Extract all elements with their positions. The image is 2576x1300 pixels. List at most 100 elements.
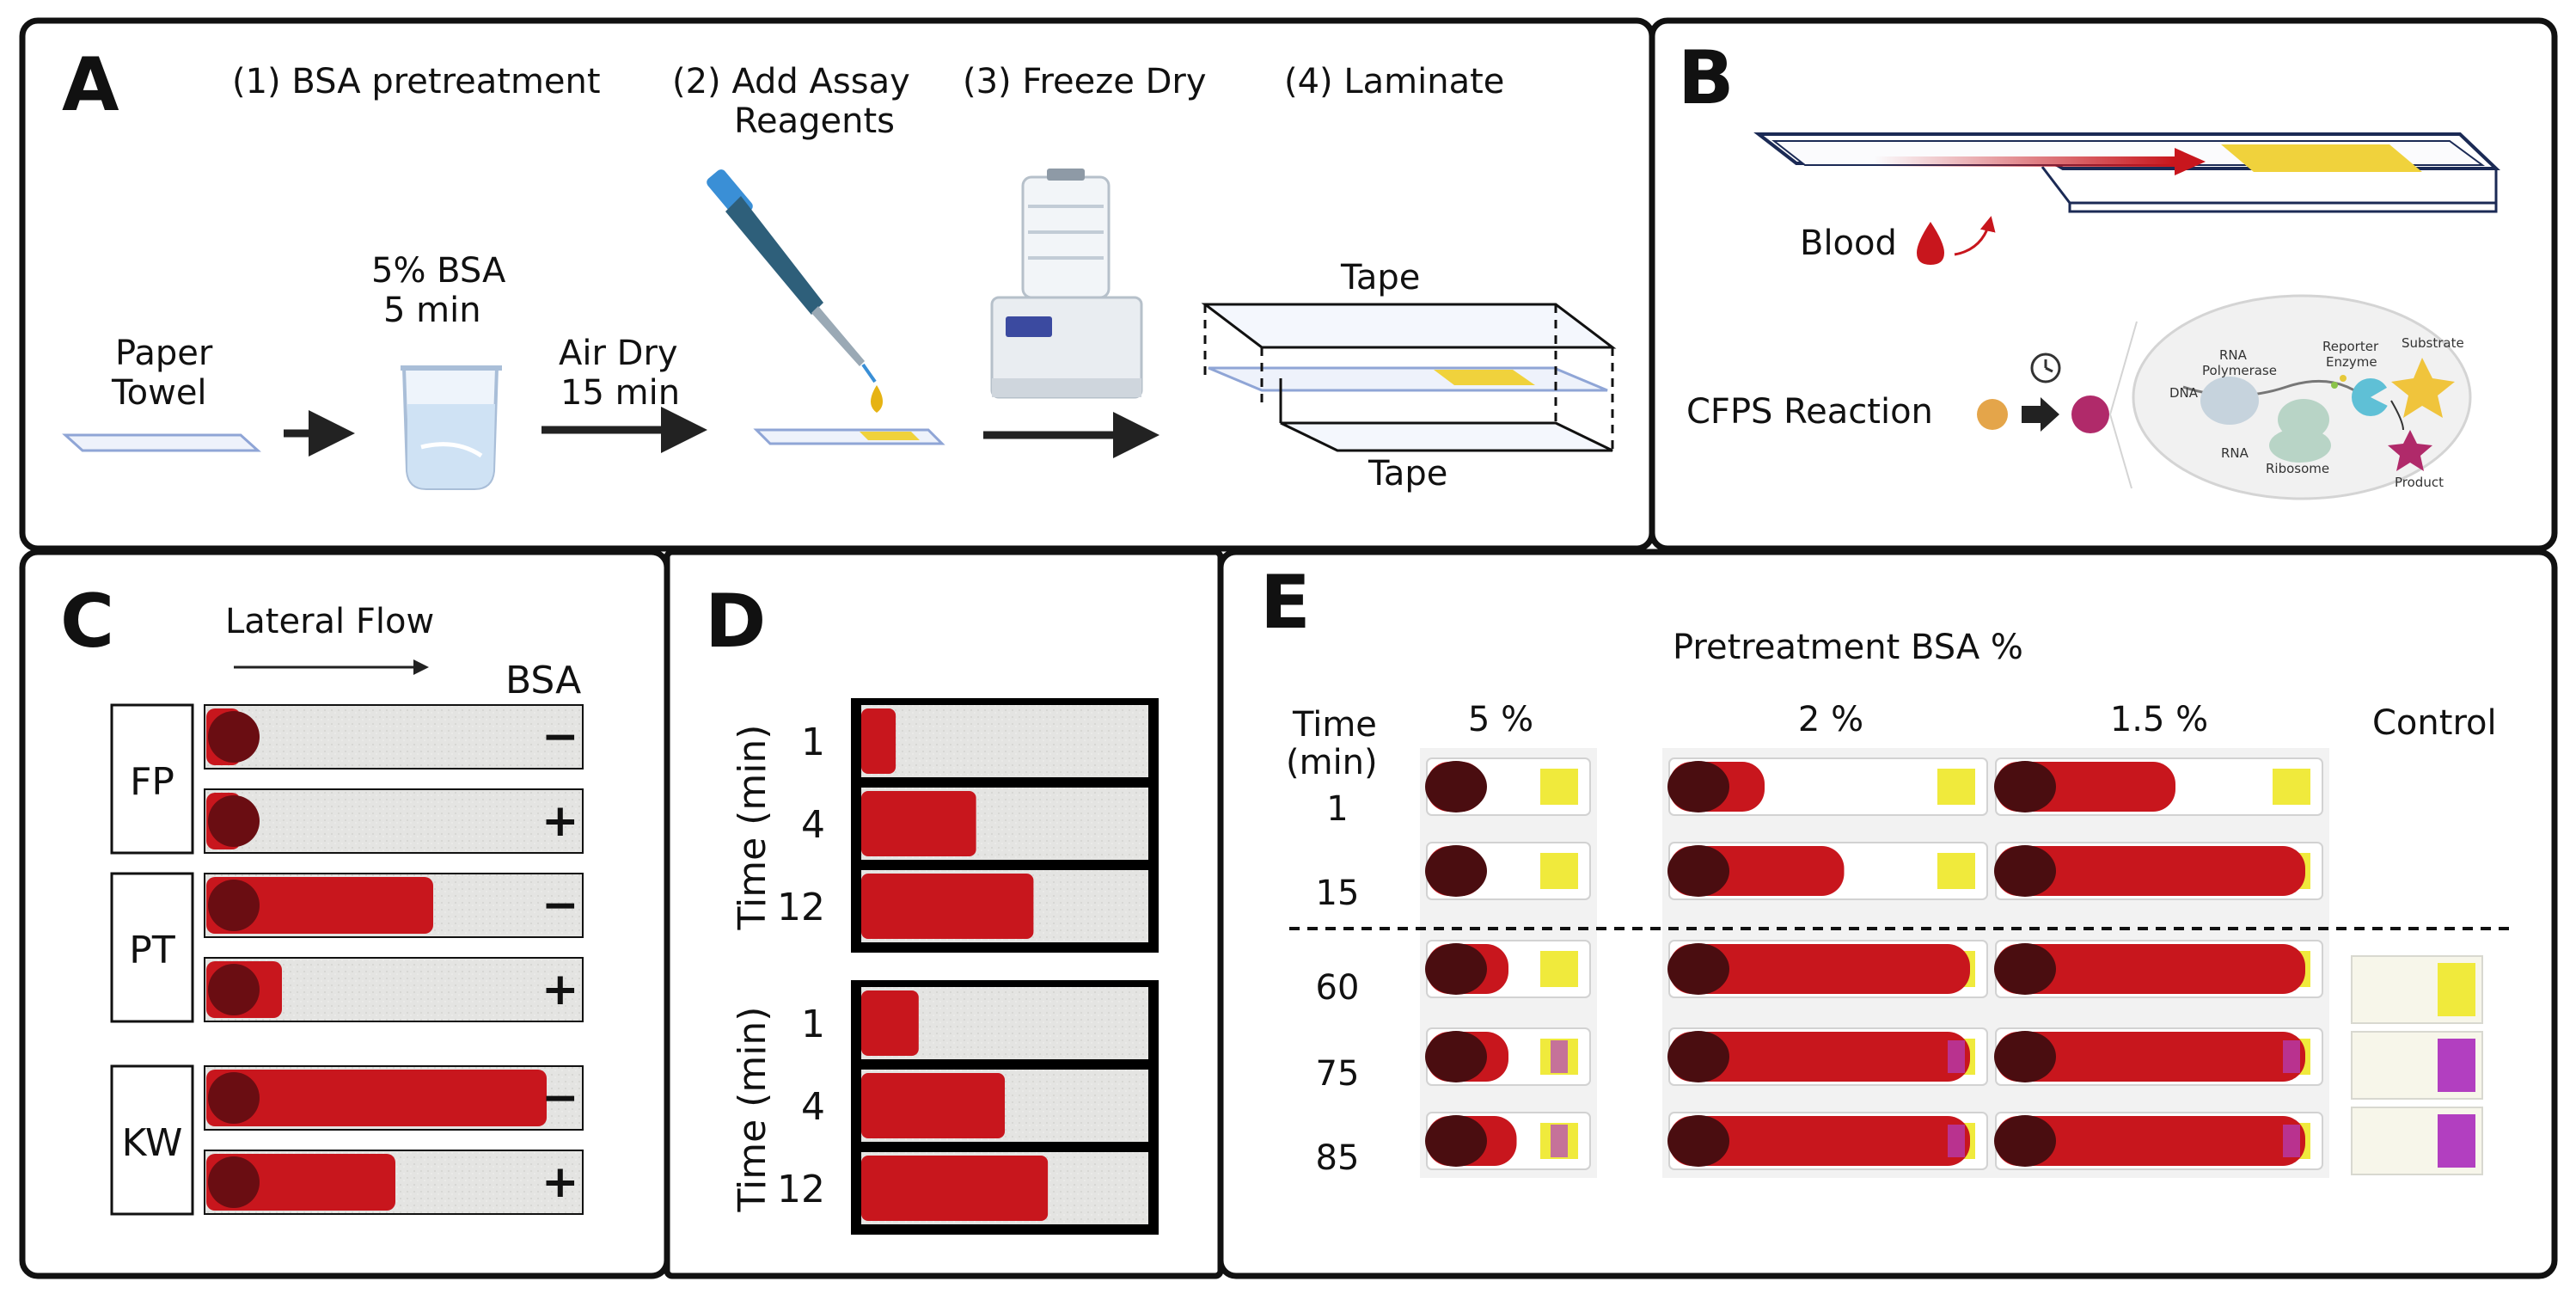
group-label-box: [110, 703, 194, 855]
control-header: Control: [2372, 703, 2497, 743]
blood-flow: [861, 708, 896, 774]
inset-dna-label: DNA: [2169, 385, 2199, 401]
blood-label: Blood: [1800, 224, 1897, 263]
product-signal: [1551, 1040, 1568, 1073]
pipette-icon: [707, 169, 883, 413]
strip: [861, 705, 1148, 777]
air-dry-label: Air Dry: [559, 334, 678, 373]
time-tick: 4: [801, 1085, 825, 1129]
blood-spot: [208, 1156, 260, 1208]
blood-spot: [1994, 943, 2056, 995]
panel-c-strips: FP−+PT−+KW−+: [110, 703, 584, 1216]
bsa-sign: +: [542, 795, 579, 847]
blood-flow: [1669, 1032, 1970, 1082]
blood-flow: [1996, 1032, 2305, 1082]
time-tick: 4: [801, 803, 825, 847]
step-2-label-line2: Reagents: [734, 101, 895, 141]
blood-spot: [208, 964, 260, 1015]
inset-substrate-label: Substrate: [2402, 335, 2464, 351]
blood-spot: [1667, 761, 1729, 812]
inset-rna-polymerase-label: RNA: [2219, 347, 2248, 363]
reaction-arrow-icon: [2022, 397, 2059, 432]
time-tick: 1: [801, 721, 825, 764]
pretreatment-title: Pretreatment BSA %: [1673, 628, 2023, 667]
time-tick: 1: [1326, 789, 1348, 829]
lateral-flow-label: Lateral Flow: [225, 602, 434, 641]
blood-drop-icon: [1917, 222, 1944, 265]
paper-towel-label-line2: Towel: [111, 373, 207, 413]
time-tick: 12: [777, 1168, 825, 1211]
clock-icon: [2030, 353, 2061, 383]
blood-spot: [1667, 943, 1729, 995]
panel-c-letter: C: [60, 579, 114, 665]
laminate-diagram: [1201, 303, 1617, 452]
product-signal: [2283, 1125, 2300, 1157]
inset-reporter-label: Reporter: [2322, 339, 2379, 354]
air-dry-time-label: 15 min: [560, 373, 680, 413]
panel-b-letter: B: [1678, 35, 1735, 121]
inset-rna-label: RNA: [2221, 445, 2249, 461]
time-header-unit: (min): [1286, 743, 1378, 782]
blood-spot: [1425, 1031, 1487, 1082]
cfps-inset: [2109, 294, 2472, 500]
bsa-sign: −: [542, 880, 579, 931]
blood-spot: [1425, 845, 1487, 897]
step-1-label: (1) BSA pretreatment: [232, 62, 601, 101]
product-signal: [1551, 1125, 1568, 1157]
control-pad: [2438, 1114, 2475, 1168]
control-pad: [2438, 1039, 2475, 1092]
time-tick: 15: [1316, 874, 1360, 913]
blood-spot: [1667, 845, 1729, 897]
blood-spot: [208, 880, 260, 931]
strip: [204, 704, 584, 770]
strip: [204, 788, 584, 854]
blood-spot: [208, 711, 260, 763]
reagent-pad: [1937, 769, 1975, 805]
product-signal: [2283, 1040, 2300, 1073]
product-dot-icon: [2071, 396, 2109, 433]
bsa-header: BSA: [505, 659, 581, 702]
blood-flow: [861, 791, 976, 856]
blood-flow: [1996, 1116, 2305, 1166]
bsa-sign: −: [542, 711, 579, 763]
bsa-sign: +: [542, 1156, 579, 1208]
blood-spot: [1425, 761, 1487, 812]
blood-flow: [861, 1156, 1049, 1221]
panel-d-letter: D: [705, 579, 766, 665]
reagent-pad: [1540, 951, 1578, 987]
blood-spot: [208, 795, 260, 847]
inset-product-label: Product: [2395, 475, 2444, 490]
blood-spot: [1994, 761, 2056, 812]
blood-spot: [1667, 1115, 1729, 1167]
reagent-pad: [1937, 853, 1975, 889]
reagent-pad: [2273, 769, 2310, 805]
freeze-dryer-icon: [990, 169, 1143, 399]
panel-a-letter: A: [62, 42, 119, 128]
blood-flow: [1996, 846, 2305, 896]
reagent-pad: [1540, 769, 1578, 805]
panel-e-letter: E: [1260, 560, 1311, 646]
blood-flow: [1669, 1116, 1970, 1166]
time-tick: 60: [1316, 968, 1360, 1008]
bsa-sign: −: [542, 1072, 579, 1124]
reagent-spot: [860, 432, 920, 440]
time-axis-label: Time (min): [731, 725, 774, 931]
step-3-label: (3) Freeze Dry: [963, 62, 1207, 101]
group-label: PT: [129, 929, 175, 972]
substrate-dot-icon: [1977, 399, 2008, 430]
inset-rna-polymerase-label-line2: Polymerase: [2202, 363, 2277, 378]
product-signal: [1948, 1125, 1965, 1157]
bsa-time-label: 5 min: [383, 291, 481, 330]
reagent-pad: [1540, 853, 1578, 889]
blood-flow: [206, 877, 433, 934]
column-header: 5 %: [1468, 700, 1533, 739]
paper-towel-sheet: [62, 433, 261, 452]
tape-top-label: Tape: [1340, 258, 1420, 297]
blood-spot: [1425, 1115, 1487, 1167]
column-header: 1.5 %: [2110, 700, 2208, 739]
step-2-label: (2) Add Assay: [672, 62, 910, 101]
blood-flow: [861, 1073, 1005, 1138]
time-header: Time: [1292, 705, 1377, 745]
